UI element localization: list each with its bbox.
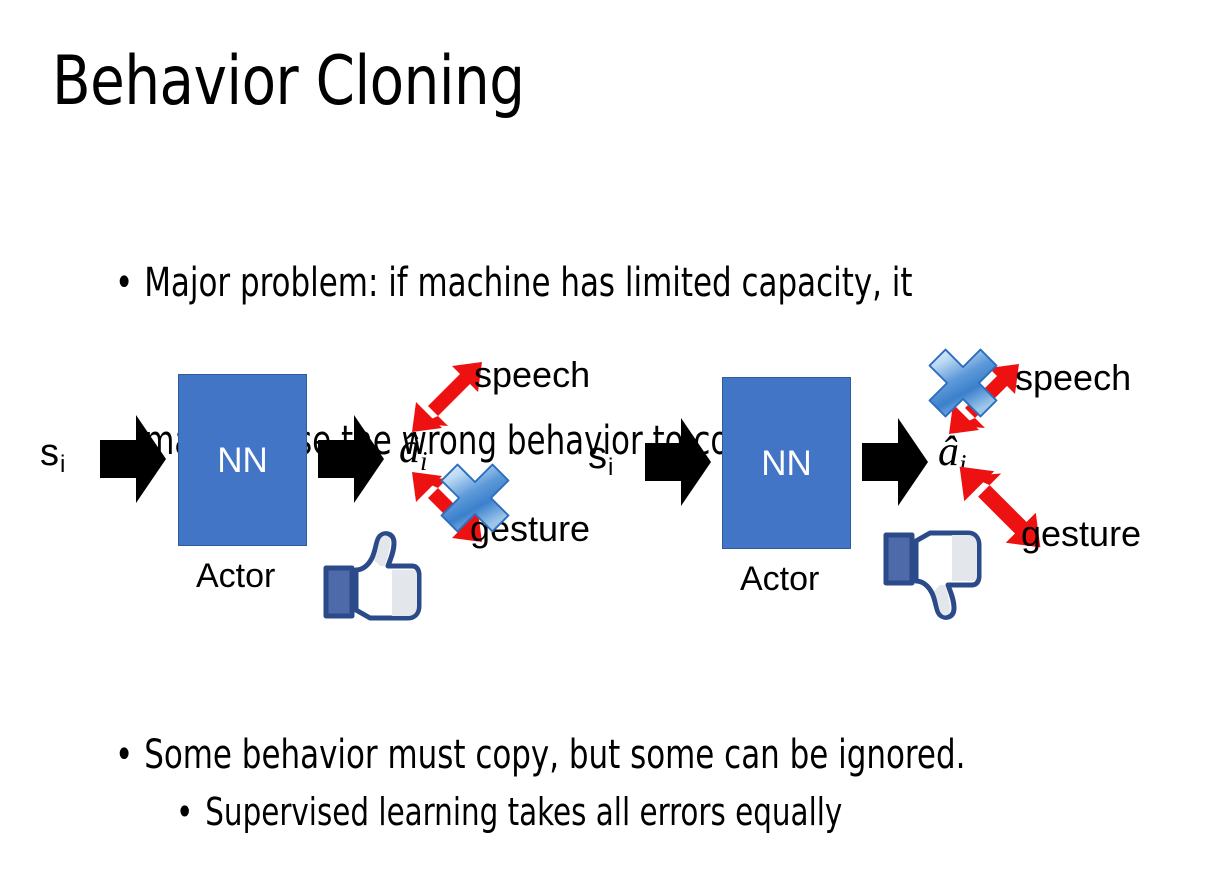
nn-box-left: NN bbox=[178, 374, 307, 546]
bullet-line: •Major problem: if machine has limited c… bbox=[56, 204, 913, 362]
gesture-arrow-right bbox=[955, 462, 1045, 552]
cross-out-icon-gesture-left bbox=[437, 460, 513, 536]
bullet-text-sub: Supervised learning takes all errors equ… bbox=[205, 790, 843, 835]
bullet-supervised-learning: •Supervised learning takes all errors eq… bbox=[120, 737, 842, 887]
input-arrow-left bbox=[100, 413, 166, 505]
nn-label-right: NN bbox=[761, 443, 812, 483]
action-label-right: âi bbox=[938, 431, 967, 478]
cross-out-icon-speech-right bbox=[925, 345, 1001, 421]
state-subscript: i bbox=[608, 453, 614, 481]
output-arrow-left bbox=[318, 413, 384, 505]
action-subscript: i bbox=[420, 446, 428, 477]
bullet-some-behavior: •Some behavior must copy, but some can b… bbox=[56, 676, 965, 834]
state-label-right: si bbox=[588, 435, 613, 482]
speech-arrow-left bbox=[408, 358, 486, 436]
bullet-text-line1: Major problem: if machine has limited ca… bbox=[144, 259, 913, 306]
output-label-speech-left: speech bbox=[474, 354, 591, 395]
output-label-gesture-right: gesture bbox=[1021, 513, 1142, 554]
page-title: Behavior Cloning bbox=[52, 42, 525, 121]
actor-label-right: Actor bbox=[740, 560, 820, 598]
action-subscript: i bbox=[959, 449, 967, 480]
state-subscript: i bbox=[60, 450, 66, 478]
action-symbol: â bbox=[938, 429, 959, 475]
state-symbol: s bbox=[40, 432, 59, 474]
action-symbol: â bbox=[399, 426, 420, 472]
bullet-line: •Supervised learning takes all errors eq… bbox=[120, 737, 842, 887]
actor-label-left: Actor bbox=[196, 557, 276, 595]
state-label-left: si bbox=[40, 432, 65, 479]
thumbs-down-icon bbox=[878, 528, 982, 622]
state-symbol: s bbox=[588, 435, 607, 477]
bullet-marker-icon: • bbox=[176, 790, 194, 835]
nn-label-left: NN bbox=[217, 440, 268, 480]
output-label-speech-right: speech bbox=[1015, 357, 1132, 398]
bullet-line: •Some behavior must copy, but some can b… bbox=[56, 676, 965, 834]
thumbs-up-icon bbox=[318, 530, 422, 622]
bullet-text-middle: Some behavior must copy, but some can be… bbox=[144, 731, 966, 778]
input-arrow-right bbox=[645, 416, 711, 508]
bullet-marker-icon: • bbox=[114, 259, 134, 306]
bullet-marker-icon: • bbox=[114, 731, 134, 778]
nn-box-right: NN bbox=[722, 377, 851, 549]
output-arrow-right bbox=[862, 416, 928, 508]
action-label-left: âi bbox=[399, 428, 428, 475]
